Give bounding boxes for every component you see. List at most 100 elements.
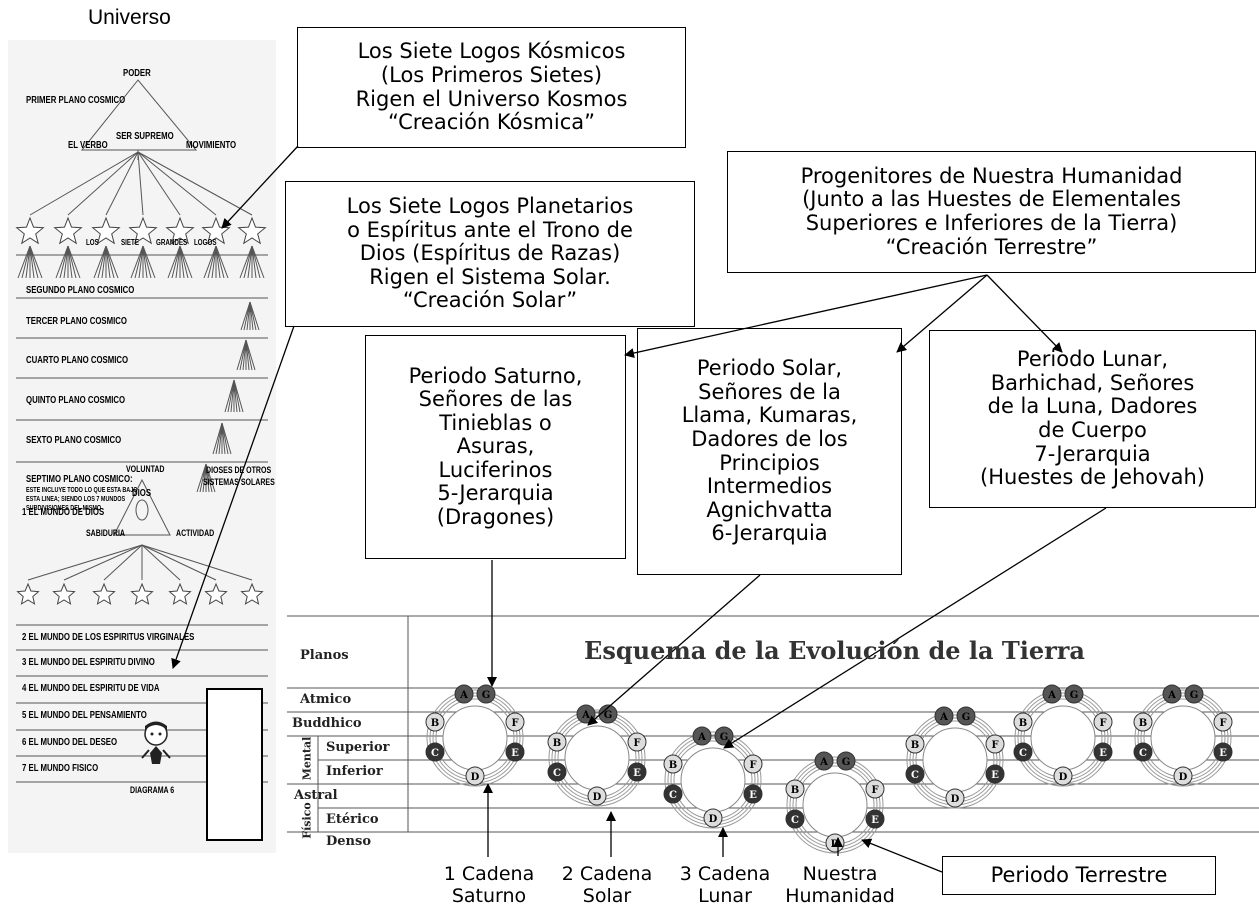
seventh-note-3: SUBDIVISIONES DEL MISMO xyxy=(26,505,102,512)
globe-letter: A xyxy=(459,690,468,701)
globe-letter: E xyxy=(991,770,999,781)
planetary-spirit-star-icon xyxy=(92,582,116,605)
globe-letter: C xyxy=(431,748,439,759)
globe-letter: A xyxy=(939,712,948,723)
globe-letter: C xyxy=(1019,748,1027,759)
lunar-period-box: Periodo Lunar, Barhichad, Señores de la … xyxy=(929,330,1256,508)
solar-period-box: Periodo Solar, Señores de la Llama, Kuma… xyxy=(637,328,902,575)
globe-letter: B xyxy=(911,740,919,751)
saturn-line-6: 5-Jerarquia xyxy=(437,481,554,506)
terrestrial-label: Periodo Terrestre xyxy=(990,862,1168,887)
saturn-chain-line-1: 1 Cadena xyxy=(443,863,535,885)
lunar-line-2: Barhichad, Señores xyxy=(990,370,1195,395)
globe-letter: C xyxy=(553,768,561,779)
seventh-note-2: ESTA LINEA; SIENDO LOS 7 MUNDOS xyxy=(26,496,126,503)
planetary-line-4: Rigen el Sistema Solar. xyxy=(369,264,611,289)
plane-1: PRIMER PLANO COSMICO xyxy=(26,95,126,106)
globe-letter: B xyxy=(669,760,677,771)
globe-letter: A xyxy=(819,757,828,768)
globe-letter: E xyxy=(633,768,641,779)
great-logos-4: LOGOS xyxy=(194,238,217,247)
globe-letter: D xyxy=(951,794,960,805)
great-logos-3: GRANDES xyxy=(156,238,188,247)
lunar-chain-line-1: 3 Cadena xyxy=(679,863,771,885)
planetary-spirit-star-icon xyxy=(16,582,40,605)
kosmic-line-4: “Creación Kósmica” xyxy=(387,110,596,135)
universe-title: Universo xyxy=(88,6,171,29)
planetary-spirit-star-icon xyxy=(240,582,264,605)
globe-letter: G xyxy=(962,712,971,723)
triangle-center: DIOS xyxy=(132,488,152,499)
scheme-header-planos: Planos xyxy=(300,648,349,663)
world-3: 3 EL MUNDO DEL ESPIRITU DIVINO xyxy=(22,657,155,668)
world-1: 1 EL MUNDO DE DIOS xyxy=(22,507,105,518)
progenitors-box: Progenitores de Nuestra Humanidad (Junto… xyxy=(727,151,1256,273)
row-denso: Denso xyxy=(326,834,371,849)
plane-2: SEGUNDO PLANO COSMICO xyxy=(26,285,135,296)
label-saturn-chain: 1 Cadena Saturno xyxy=(434,863,544,908)
pyramid-right: MOVIMIENTO xyxy=(186,140,237,151)
globe-letter: E xyxy=(1219,748,1227,759)
row-eterico: Etérico xyxy=(326,812,379,827)
kosmic-logos-box: Los Siete Logos Kósmicos (Los Primeros S… xyxy=(297,27,686,148)
humanity-line-1: Nuestra xyxy=(802,863,878,885)
label-lunar-chain: 3 Cadena Lunar xyxy=(670,863,780,908)
plane-4: CUARTO PLANO COSMICO xyxy=(26,355,129,366)
solar-chain-line-2: Solar xyxy=(582,884,632,907)
great-logos-1: LOS xyxy=(86,238,99,247)
lunar-line-3: de la Luna, Dadores xyxy=(987,394,1198,419)
solar-line-8: 6-Jerarquia xyxy=(711,521,828,546)
solar-line-1: Periodo Solar, xyxy=(696,356,843,381)
globe-letter: A xyxy=(1167,690,1176,701)
progenitors-line-2: (Junto a las Huestes de Elementales xyxy=(802,187,1181,212)
globe-letter: E xyxy=(749,790,757,801)
globe-letter: C xyxy=(669,790,677,801)
scheme-title: Esquema de la Evolución de la Tierra xyxy=(584,636,1085,665)
row-astral: Astral xyxy=(294,788,338,803)
globe-letter: B xyxy=(1019,718,1027,729)
row-superior: Superior xyxy=(326,740,390,755)
globe-letter: B xyxy=(791,785,799,796)
row-atmico: Atmico xyxy=(300,692,352,707)
globe-letter: D xyxy=(1059,772,1068,783)
globe-letter: F xyxy=(1099,718,1106,729)
solar-line-4: Dadores de los xyxy=(691,426,848,451)
planetary-line-5: “Creación Solar” xyxy=(402,288,578,313)
globe-letter: G xyxy=(482,690,491,701)
globe-letter: E xyxy=(871,815,879,826)
globe-letter: G xyxy=(1070,690,1079,701)
terrestrial-period-box: Periodo Terrestre xyxy=(942,856,1216,895)
saturn-chain-line-2: Saturno xyxy=(451,884,527,907)
planetary-line-3: Dios (Espíritus de Razas) xyxy=(359,241,621,266)
lunar-line-4: de Cuerpo xyxy=(1038,418,1147,442)
pyramid-left: EL VERBO xyxy=(68,140,108,151)
world-5: 5 EL MUNDO DEL PENSAMIENTO xyxy=(22,710,147,721)
cosmic-logos-star-icon xyxy=(128,216,158,245)
globe-letter: G xyxy=(720,732,729,743)
globe-letter: B xyxy=(431,718,439,729)
other-systems-2: SISTEMAS SOLARES xyxy=(203,477,275,487)
globe-letter: F xyxy=(633,738,640,749)
progenitors-line-4: “Creación Terrestre” xyxy=(885,234,1098,259)
saturn-period-box: Periodo Saturno, Señores de las Tiniebla… xyxy=(365,335,626,559)
kosmic-line-2: (Los Primeros Sietes) xyxy=(380,62,603,87)
globe-letter: D xyxy=(709,814,718,825)
label-our-humanity: Nuestra Humanidad xyxy=(780,863,900,908)
plane-7: SEPTIMO PLANO COSMICO: xyxy=(26,474,133,485)
kosmic-line-3: Rigen el Universo Kosmos xyxy=(355,86,628,111)
cosmic-logos-star-icon xyxy=(53,216,83,245)
globe-letter: C xyxy=(911,770,919,781)
humanity-line-2: Humanidad xyxy=(785,884,895,907)
plane-6: SEXTO PLANO COSMICO xyxy=(26,435,122,446)
group-fisico: Físico xyxy=(300,802,314,839)
planetary-line-1: Los Siete Logos Planetarios xyxy=(346,194,634,219)
globe-letter: F xyxy=(991,740,998,751)
empty-box xyxy=(206,688,263,841)
saturn-line-3: Tinieblas o xyxy=(439,410,552,435)
solar-line-2: Señores de la xyxy=(698,379,841,404)
great-logos-2: SIETE xyxy=(121,238,140,247)
seventh-note-1: ESTE INCLUYE TODO LO QUE ESTA BAJO xyxy=(26,487,138,494)
